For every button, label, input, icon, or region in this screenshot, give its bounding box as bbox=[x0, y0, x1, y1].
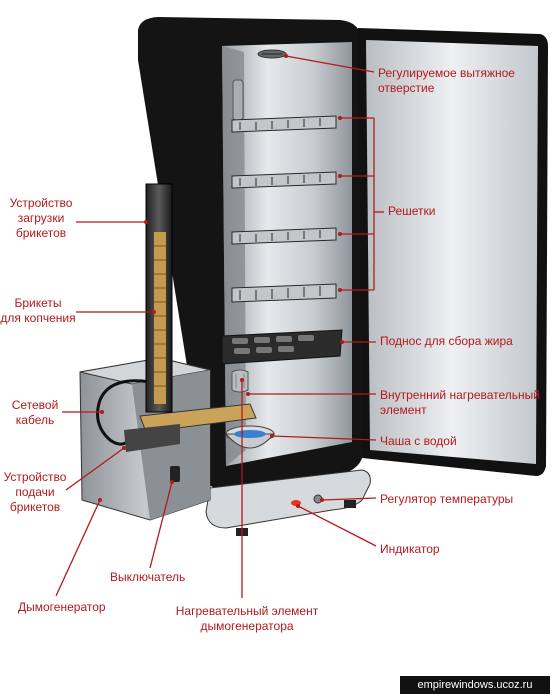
label-cable: Сетевой кабель bbox=[11, 398, 59, 427]
power-cable-icon bbox=[96, 379, 151, 446]
label-water-bowl: Чаша с водой bbox=[380, 434, 457, 448]
label-briquettes: Брикеты для копчения bbox=[0, 296, 76, 325]
label-smoke-heater: Нагревательный элемент дымогенератора bbox=[175, 604, 319, 633]
label-vent: Регулируемое вытяжное отверстие bbox=[378, 66, 515, 95]
briquette-feeder bbox=[139, 403, 257, 433]
briquette-loader bbox=[145, 183, 173, 413]
smoker-door bbox=[358, 28, 548, 476]
label-temp-control: Регулятор температуры bbox=[380, 492, 514, 506]
inner-heater bbox=[231, 369, 249, 393]
label-inner-heater: Внутренний нагревательный элемент bbox=[380, 388, 540, 417]
watermark: empirewindows.ucoz.ru bbox=[400, 676, 550, 694]
vent-icon bbox=[257, 49, 287, 59]
label-fat-tray: Поднос для сбора жира bbox=[380, 334, 513, 348]
leader-lines bbox=[55, 55, 384, 598]
label-loader: Устройство загрузки брикетов bbox=[9, 196, 73, 240]
label-indicator: Индикатор bbox=[380, 542, 440, 556]
label-switch: Выключатель bbox=[110, 570, 186, 584]
rack-shelves bbox=[231, 115, 337, 303]
label-racks: Решетки bbox=[388, 204, 436, 218]
leader-dots bbox=[98, 54, 344, 508]
label-smoke-generator: Дымогенератор bbox=[18, 600, 106, 614]
label-feeder: Устройство подачи брикетов bbox=[3, 470, 67, 514]
fat-tray bbox=[221, 329, 343, 365]
power-switch-icon bbox=[170, 466, 180, 482]
